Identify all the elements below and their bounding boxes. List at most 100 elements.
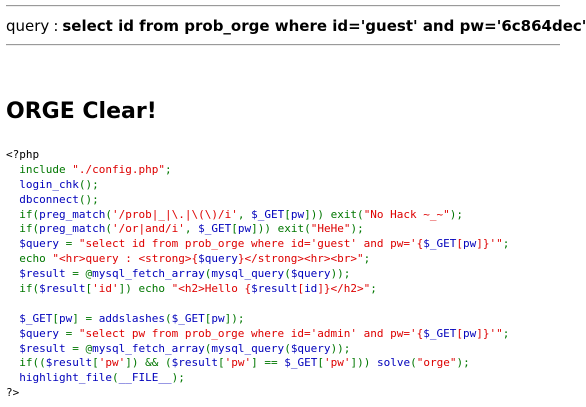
source-token: ]}</h2>" — [317, 282, 371, 296]
source-token: 'pw' — [224, 356, 252, 370]
source-token: ( — [284, 267, 291, 281]
source-line: include "./config.php"; — [6, 163, 509, 178]
source-token: $query — [290, 341, 331, 355]
source-token: __FILE__ — [118, 371, 172, 385]
source-token: $_GET — [251, 207, 285, 221]
source-token: [ — [317, 356, 324, 370]
source-token: pw — [211, 311, 225, 325]
source-token: $result — [45, 356, 93, 370]
source-token: = @ — [72, 341, 93, 355]
source-line: if(preg_match('/or|and/i', $_GET[pw])) e… — [6, 222, 509, 237]
source-token: "select id from prob_orge where id='gues… — [78, 237, 424, 251]
query-label: query — [6, 17, 50, 35]
source-token: $_GET — [423, 237, 457, 251]
source-token — [6, 297, 13, 310]
source-line: highlight_file(__FILE__); — [6, 371, 509, 386]
source-token: , — [184, 222, 199, 236]
source-token: ])) exit( — [251, 222, 311, 236]
source-line: ?> — [6, 386, 509, 401]
source-token: }'" — [482, 237, 503, 251]
source-token: ( — [284, 341, 291, 355]
source-token: 'pw' — [98, 356, 126, 370]
source-token: [ — [284, 207, 291, 221]
source-token: ])) — [350, 356, 377, 370]
source-token: ; — [164, 162, 172, 176]
source-token: $_GET — [423, 326, 457, 340]
source-token: ( — [164, 311, 172, 325]
source-token: (); — [78, 177, 99, 191]
source-token: $_GET — [171, 311, 205, 325]
source-token: 'pw' — [323, 356, 351, 370]
source-token: [ — [52, 311, 59, 325]
source-line: dbconnect(); — [6, 193, 509, 208]
source-token: if( — [19, 282, 40, 296]
php-source-code: <?php include "./config.php"; login_chk(… — [6, 148, 509, 401]
source-token: pw — [462, 326, 477, 340]
source-token: solve — [376, 356, 411, 370]
source-token: preg_match — [39, 207, 106, 221]
source-token — [6, 252, 19, 265]
source-token: ( — [105, 222, 112, 236]
source-token: if( — [19, 222, 40, 236]
source-token: '/or|and/i' — [111, 222, 185, 236]
source-token: )); — [330, 341, 351, 355]
source-token: (); — [78, 192, 99, 206]
source-token: ]) echo — [118, 282, 172, 296]
source-token — [6, 356, 19, 369]
bottom-divider — [6, 44, 560, 46]
source-token: ; — [502, 326, 510, 340]
source-token: mysql_fetch_array — [92, 341, 205, 355]
source-token: [ — [204, 311, 212, 325]
source-token: ); — [449, 207, 464, 221]
source-token: ])) exit( — [304, 207, 364, 221]
source-token: ]); — [224, 311, 245, 325]
source-token: '/prob|_|\.|\(\)/i' — [111, 207, 238, 221]
query-value: select id from prob_orge where id='guest… — [62, 17, 586, 35]
source-token: include — [19, 162, 73, 176]
source-token: "<h2>Hello { — [171, 282, 252, 296]
source-token: $query — [290, 267, 331, 281]
source-token: = @ — [72, 267, 93, 281]
source-token: ( — [204, 341, 212, 355]
source-token: ); — [350, 222, 364, 236]
source-token: if( — [19, 207, 40, 221]
source-token: ]) && ( — [125, 356, 172, 370]
source-token — [6, 222, 19, 235]
source-line: login_chk(); — [6, 178, 509, 193]
source-token: ( — [204, 267, 212, 281]
source-token: mysql_query — [211, 267, 285, 281]
source-token: "No Hack ~_~" — [363, 207, 450, 221]
source-token: ] == — [251, 356, 285, 370]
source-token: ); — [171, 371, 185, 385]
source-line: echo "<hr>query : <strong>{$query}</stro… — [6, 252, 509, 267]
source-token: id — [304, 282, 318, 296]
source-token: ); — [456, 356, 470, 370]
source-token: $_GET — [284, 356, 318, 370]
source-token: "HeHe" — [310, 222, 351, 236]
source-token: $result — [6, 267, 73, 281]
source-token: $query — [6, 237, 66, 251]
source-line: if(($result['pw']) && ($result['pw'] == … — [6, 356, 509, 371]
source-token: [ — [92, 356, 99, 370]
source-token: [ — [456, 237, 463, 251]
source-token: $query — [6, 326, 66, 340]
source-token: ; — [363, 252, 371, 266]
source-token: ?> — [6, 386, 20, 400]
source-token: addslashes — [98, 311, 165, 325]
source-token: "<hr>query : <strong>{ — [52, 252, 199, 266]
source-token: "orge" — [416, 356, 457, 370]
source-token: }'" — [482, 326, 503, 340]
source-token: [ — [85, 282, 93, 296]
source-line — [6, 297, 509, 312]
source-token: $_GET — [6, 311, 53, 325]
source-token: )); — [330, 267, 351, 281]
source-token — [6, 163, 19, 176]
source-token: "./config.php" — [72, 162, 165, 176]
source-token: ] — [476, 237, 483, 251]
source-token: pw — [462, 237, 477, 251]
source-token: }</strong><hr><br>" — [237, 252, 364, 266]
source-token — [6, 282, 19, 295]
source-token: mysql_fetch_array — [92, 267, 205, 281]
source-token — [6, 208, 19, 221]
source-token: $result — [39, 282, 86, 296]
